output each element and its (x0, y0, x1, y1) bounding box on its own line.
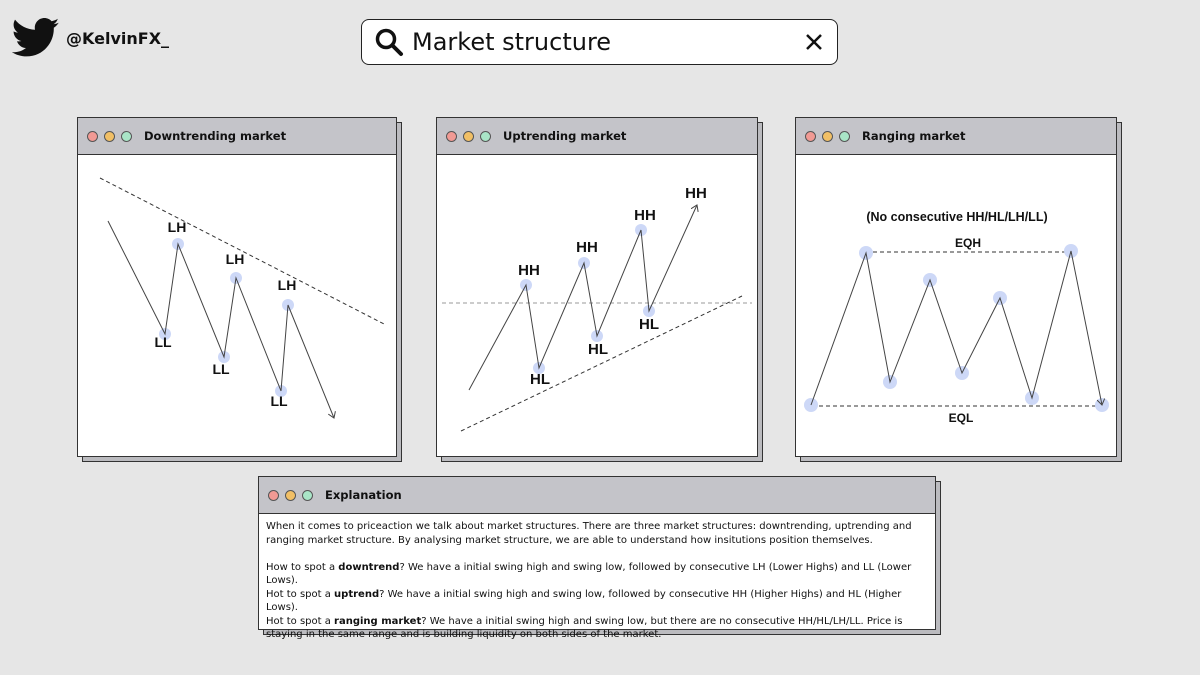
search-input[interactable]: Market structure (412, 28, 612, 56)
window-title: Explanation (325, 488, 402, 502)
ranging-window: Ranging market (No consecutive HH/HL/LH/… (795, 117, 1122, 462)
hl-label: HL (530, 371, 550, 388)
window-titlebar: Ranging market (796, 118, 1116, 155)
close-dot-icon[interactable] (805, 130, 816, 142)
minimize-dot-icon[interactable] (463, 130, 474, 142)
hl-label: HL (639, 316, 659, 333)
maximize-dot-icon[interactable] (839, 130, 850, 142)
explanation-window: Explanation When it comes to priceaction… (258, 476, 941, 640)
uptrend-diagram: HH HH HH HH HL HL HL (442, 185, 752, 432)
search-bar[interactable]: Market structure (361, 19, 838, 65)
ll-label: LL (270, 393, 288, 409)
window-titlebar: Downtrending market (78, 118, 396, 155)
hh-label: HH (634, 207, 656, 224)
window-title: Uptrending market (503, 129, 627, 143)
maximize-dot-icon[interactable] (302, 489, 313, 501)
explanation-intro: When it comes to priceaction we talk abo… (266, 521, 912, 546)
downtrend-window: Downtrending market LH LH LH (77, 117, 402, 462)
eqh-label: EQH (955, 236, 981, 250)
range-note: (No consecutive HH/HL/LH/LL) (866, 210, 1047, 224)
minimize-dot-icon[interactable] (104, 130, 115, 142)
ll-label: LL (212, 361, 230, 377)
window-titlebar: Uptrending market (437, 118, 757, 155)
close-dot-icon[interactable] (87, 130, 98, 142)
uptrend-window: Uptrending market HH HH HH (436, 117, 763, 462)
price-path (810, 250, 1102, 405)
explanation-text: When it comes to priceaction we talk abo… (259, 514, 935, 648)
trendline (99, 177, 385, 325)
ranging-diagram: (No consecutive HH/HL/LH/LL) EQH EQL (804, 210, 1109, 425)
twitter-bird-icon (12, 18, 60, 57)
minimize-dot-icon[interactable] (822, 130, 833, 142)
downtrend-explanation: How to spot a downtrend? We have a initi… (266, 561, 912, 587)
window-title: Downtrending market (144, 129, 287, 143)
maximize-dot-icon[interactable] (480, 130, 491, 142)
price-path (468, 205, 697, 391)
lh-label: LH (226, 251, 245, 267)
account-handle[interactable]: @KelvinFX_ (66, 28, 170, 48)
hh-label: HH (685, 185, 707, 202)
downtrend-diagram: LH LH LH LL LL LL (99, 177, 385, 456)
minimize-dot-icon[interactable] (285, 489, 296, 501)
trendline (460, 295, 743, 432)
window-title: Ranging market (862, 129, 966, 143)
uptrend-explanation: Hot to spot a uptrend? We have a initial… (266, 588, 902, 614)
search-icon (375, 28, 403, 56)
price-path (107, 220, 334, 418)
hh-label: HH (518, 262, 540, 279)
lh-label: LH (168, 219, 187, 235)
brand: @KelvinFX_ (12, 16, 169, 60)
lh-label: LH (278, 277, 297, 293)
ranging-explanation: Hot to spot a ranging market? We have a … (266, 615, 903, 641)
hl-label: HL (588, 341, 608, 358)
close-dot-icon[interactable] (268, 489, 279, 501)
window-titlebar: Explanation (259, 477, 935, 514)
ll-label: LL (154, 334, 172, 350)
eql-label: EQL (949, 411, 974, 425)
close-dot-icon[interactable] (446, 130, 457, 142)
hh-label: HH (576, 239, 598, 256)
maximize-dot-icon[interactable] (121, 130, 132, 142)
close-icon[interactable] (803, 31, 825, 53)
